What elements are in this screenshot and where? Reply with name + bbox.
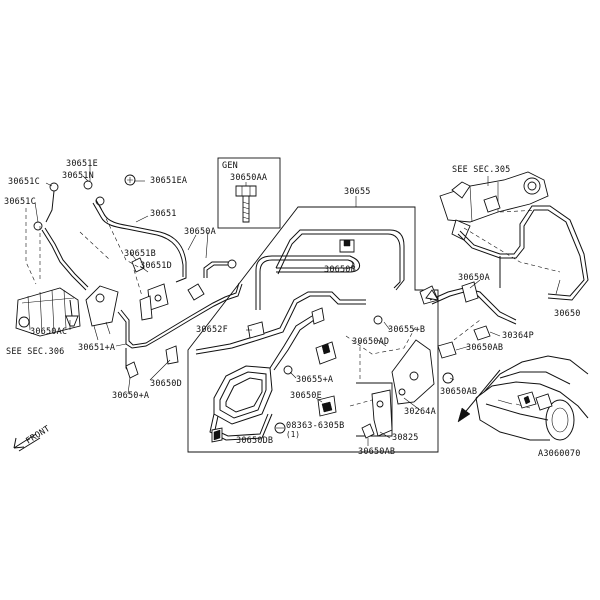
release-cylinder <box>15 287 81 337</box>
label-30651D: 30651D <box>140 261 172 271</box>
label-30655A: 30655+A <box>296 375 333 385</box>
label-30651EA: 30651EA <box>150 176 187 186</box>
label-30650AD: 30650AD <box>352 337 389 347</box>
label-30650D: 30650D <box>150 379 182 389</box>
label-30650AC: 30650AC <box>30 327 67 337</box>
label-30650AB-right: 30650AB <box>466 343 503 353</box>
clutch-tube-30651C <box>41 229 87 291</box>
label-30650AB-bottom: 30650AB <box>358 447 395 457</box>
label-30655: 30655 <box>344 187 371 197</box>
label-see-sec-305: SEE SEC.305 <box>452 165 511 175</box>
pipe-coil <box>209 315 315 441</box>
label-30264A: 30264A <box>404 407 436 417</box>
label-30651N: 30651N <box>62 171 94 181</box>
location-arrow <box>461 369 501 417</box>
main-detail-box <box>187 206 439 453</box>
label-30651: 30651 <box>150 209 177 219</box>
clutch-master-cylinder <box>439 171 549 241</box>
label-30650AB-mid: 30650AB <box>440 387 477 397</box>
label-30651E: 30651E <box>66 159 98 169</box>
gen-detail-box <box>217 157 281 229</box>
label-08363-qty: (1) <box>286 430 300 439</box>
gen-bolt <box>235 182 257 223</box>
label-30650E: 30650E <box>290 391 322 401</box>
label-30655B: 30655+B <box>388 325 425 335</box>
label-30651B: 30651B <box>124 249 156 259</box>
label-08363: 08363-6305B <box>286 421 345 431</box>
diagram-code: A3060070 <box>538 449 581 459</box>
label-30650: 30650 <box>554 309 581 319</box>
label-front: FRONT <box>24 424 52 447</box>
label-see-sec-306: SEE SEC.306 <box>6 347 65 357</box>
label-30650DB: 30650DB <box>236 436 273 446</box>
label-30650A-plus: 30650+A <box>112 391 149 401</box>
clutch-tube-30651 <box>95 199 187 283</box>
label-30650B: 30650B <box>324 265 356 275</box>
label-30651C: 30651C <box>8 177 40 187</box>
label-30825: 30825 <box>392 433 419 443</box>
clutch-tube-30655 <box>255 255 360 310</box>
label-30651C-2: 30651C <box>4 197 36 207</box>
label-30650A-top: 30650A <box>184 227 216 237</box>
label-30650AA: 30650AA <box>230 173 267 183</box>
label-30364P: 30364P <box>502 331 534 341</box>
clutch-tube-30651A <box>117 283 243 349</box>
bracket-30264A <box>361 339 435 439</box>
label-gen: GEN <box>222 161 238 171</box>
label-30652F: 30652F <box>196 325 228 335</box>
label-30650A-right: 30650A <box>458 273 490 283</box>
clutch-damper <box>85 285 119 341</box>
vehicle-front-outline <box>475 355 589 441</box>
front-arrow-icon <box>13 433 41 452</box>
bracket-sub-box <box>356 382 393 437</box>
label-30651A: 30651+A <box>78 343 115 353</box>
left-clips <box>33 174 205 327</box>
